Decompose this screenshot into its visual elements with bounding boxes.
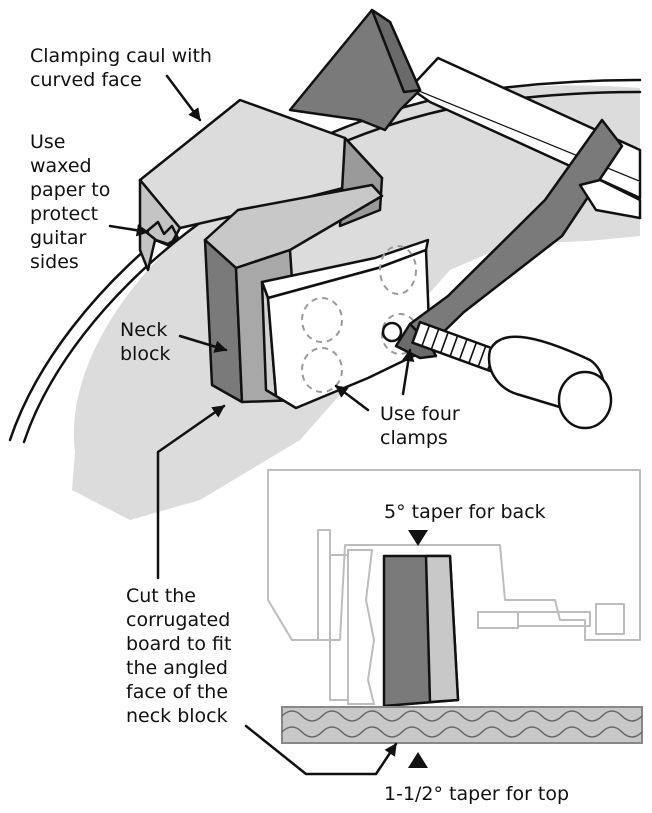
label-taper-back: 5° taper for back: [384, 501, 546, 523]
guitar-side-outer: [8, 78, 642, 442]
arrow-clamps-right: [401, 348, 415, 396]
clamp-handle-end: [557, 370, 613, 430]
clamp-jaw-upper-face: [370, 8, 422, 94]
arrow-taper-back: [408, 530, 428, 546]
arrow-cut-board: [156, 404, 226, 580]
screw-threads: [421, 325, 496, 371]
label-neck-block: Neck block: [120, 319, 173, 365]
arrow-clamps-left: [334, 384, 370, 412]
waxed-paper: [144, 220, 180, 246]
corrugated-flutes: [281, 710, 643, 738]
clamp-pad-face: [266, 248, 432, 410]
arrow-waxed: [108, 224, 150, 237]
clamp-position-2: [379, 245, 417, 295]
arrow-taper-top: [408, 752, 428, 768]
clamp-swivel-pad: [381, 321, 403, 343]
clamp-position-1: [301, 297, 343, 343]
clamp-bar-lower: [578, 178, 642, 220]
jig-wood-rough-edge: [347, 549, 376, 705]
arrow-neck-block: [178, 334, 228, 353]
jig-wood-light-face: [424, 554, 460, 704]
label-use-four-clamps: Use four clamps: [380, 403, 466, 449]
label-caul: Clamping caul with curved face: [30, 45, 218, 91]
arrow-caul: [165, 74, 202, 122]
clamp-position-3: [301, 347, 343, 393]
label-cut-board: Cut the corrugated board to fit the angl…: [126, 585, 237, 727]
arrow-cut-board-lower: [244, 724, 398, 776]
corrugated-board: [281, 706, 643, 744]
label-waxed-paper: Use waxed paper to protect guitar sides: [30, 131, 116, 273]
guitar-side-inner: [22, 90, 642, 444]
label-taper-top: 1-1/2° taper for top: [384, 783, 569, 805]
